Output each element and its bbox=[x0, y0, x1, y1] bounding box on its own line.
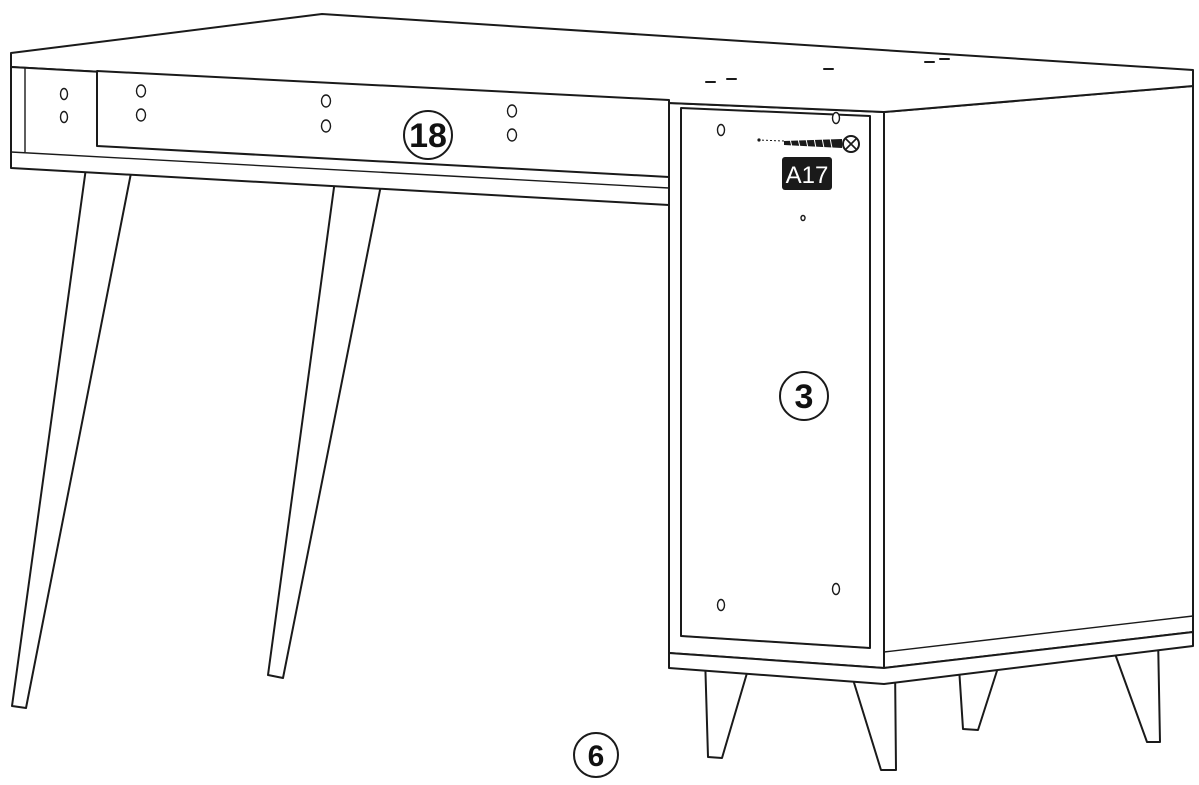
callout-3: 3 bbox=[779, 371, 829, 421]
desk-apron bbox=[10, 66, 670, 206]
cabinet-body bbox=[668, 85, 1194, 685]
drawer-front-18 bbox=[96, 70, 670, 178]
side-panel-3 bbox=[680, 107, 871, 649]
tag-background bbox=[782, 157, 832, 190]
assembly-holes bbox=[59, 84, 841, 612]
callout-3-label: 3 bbox=[795, 378, 814, 416]
step-number-label: 6 bbox=[588, 740, 605, 773]
hardware-tag-a17: A17 bbox=[782, 157, 832, 190]
desk-leg-front-left bbox=[11, 167, 133, 709]
callout-18-label: 18 bbox=[409, 117, 447, 155]
cabinet-outer-side bbox=[883, 85, 1194, 669]
callout-18: 18 bbox=[403, 110, 453, 160]
screw-icon bbox=[757, 135, 860, 153]
desk-leg-back-left bbox=[267, 179, 383, 679]
hardware-tag-label: A17 bbox=[786, 162, 829, 189]
cabinet-bottom-rail bbox=[668, 631, 1194, 685]
callout-6: 6 bbox=[573, 732, 619, 778]
